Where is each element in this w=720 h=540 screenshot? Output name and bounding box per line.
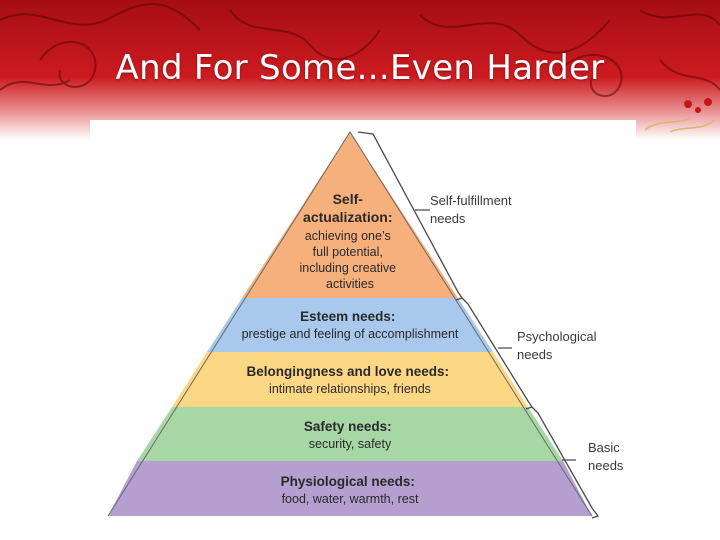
svg-text:Psychological needs: Psychological needs xyxy=(517,329,600,362)
level-title-self-actualization-1: Self- xyxy=(333,191,364,207)
svg-text:Esteem needs: prestige and: Esteem needs: prestige and feeling of ac… xyxy=(242,308,459,341)
pyramid-level-physiological xyxy=(108,461,592,516)
pyramid-level-self-actualization xyxy=(242,132,458,298)
level-desc-esteem: prestige and feeling of accomplishment xyxy=(242,327,459,341)
pyramid-level-belonging xyxy=(172,352,528,407)
floral-swirl-ornament xyxy=(0,3,720,97)
header-banner xyxy=(0,0,720,140)
svg-text:Safety needs: security, sa: Safety needs: security, safety xyxy=(304,418,396,451)
group-label-self-fulfillment-2: needs xyxy=(430,211,466,226)
slide-title: And For Some...Even Harder xyxy=(115,48,605,88)
level-desc-self-actualization-2: full potential, xyxy=(313,245,383,259)
group-label-self-fulfillment-1: Self-fulfillment xyxy=(430,193,512,208)
level-desc-self-actualization-4: activities xyxy=(326,277,374,291)
maslow-pyramid-diagram: Self- actualization: achieving one’s ful… xyxy=(90,120,636,520)
level-desc-belonging: intimate relationships, friends xyxy=(269,382,431,396)
pyramid-outline xyxy=(107,131,593,517)
svg-text:Physiological needs: food,: Physiological needs: food, water, warmth… xyxy=(281,473,420,506)
level-desc-self-actualization-1: achieving one’s xyxy=(305,229,391,243)
group-label-basic-1: Basic xyxy=(588,440,620,455)
pyramid-level-safety xyxy=(137,407,563,461)
level-desc-self-actualization-3: including creative xyxy=(299,261,396,275)
svg-text:Basic needs: Basic needs xyxy=(588,440,624,473)
level-desc-physiological: food, water, warmth, rest xyxy=(282,492,419,506)
level-title-self-actualization-2: actualization: xyxy=(303,209,392,225)
group-label-psychological-1: Psychological xyxy=(517,329,597,344)
group-label-psychological-2: needs xyxy=(517,347,553,362)
corner-flower-ornament xyxy=(644,98,716,133)
level-title-safety: Safety needs: xyxy=(304,419,392,434)
level-desc-safety: security, safety xyxy=(309,437,392,451)
level-title-physiological: Physiological needs: xyxy=(281,474,415,489)
svg-text:Belongingness and love needs:: Belongingness and love needs: intimate r… xyxy=(247,363,454,396)
bracket-psychological xyxy=(461,297,534,410)
pyramid-level-esteem xyxy=(207,298,493,352)
bracket-basic xyxy=(531,406,600,519)
bracket-self-fulfillment xyxy=(357,131,464,301)
group-label-basic-2: needs xyxy=(588,458,624,473)
level-title-esteem: Esteem needs: xyxy=(300,309,395,324)
level-title-belonging: Belongingness and love needs: xyxy=(247,364,450,379)
svg-text:Self-fulfillment needs: Self-fulfillment needs xyxy=(430,193,515,226)
svg-text:Self- actualization: a: Self- actualization: achieving one’s ful… xyxy=(299,191,400,291)
